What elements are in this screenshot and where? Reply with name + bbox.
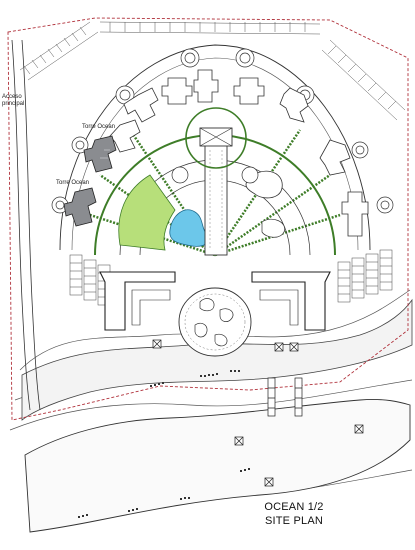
drawing-title: OCEAN 1/2 SITE PLAN <box>236 500 352 528</box>
beach-chairs <box>78 370 250 518</box>
hotel-wings <box>99 271 331 331</box>
parking-top-center <box>99 21 321 35</box>
tower-ocean-a-label: Torre Ocean <box>82 124 116 130</box>
parking-top-right <box>321 39 406 121</box>
garden-blob-right-2 <box>261 218 285 238</box>
tower-ocean-b <box>63 187 97 227</box>
parking-top-left <box>19 21 99 81</box>
lagoon-ring <box>184 293 246 351</box>
ring-road <box>59 44 371 251</box>
tower-ocean-b-label: Torre Ocean <box>56 180 90 186</box>
pavilions <box>51 48 394 214</box>
title-line-1: OCEAN 1/2 <box>264 501 324 513</box>
west-edge <box>11 39 41 411</box>
garden-lawn-left <box>118 174 176 251</box>
central-lagoon <box>178 287 252 357</box>
beach-gazebos <box>152 339 364 487</box>
piers <box>267 377 303 417</box>
main-access-line-2: principal <box>2 101 25 107</box>
residential-blocks <box>109 69 369 237</box>
central-building <box>199 127 233 256</box>
lower-island <box>24 399 411 533</box>
lagoon-islands <box>194 298 234 347</box>
main-access-label: Acceso principal <box>2 94 24 108</box>
tower-ocean-a <box>83 135 117 173</box>
main-access-line-1: Acceso <box>2 94 22 100</box>
central-rotunda <box>185 107 247 169</box>
shoreline-band <box>21 298 413 421</box>
parking-bottom-right <box>337 249 393 303</box>
title-line-2: SITE PLAN <box>264 515 324 527</box>
property-boundary <box>7 17 409 421</box>
